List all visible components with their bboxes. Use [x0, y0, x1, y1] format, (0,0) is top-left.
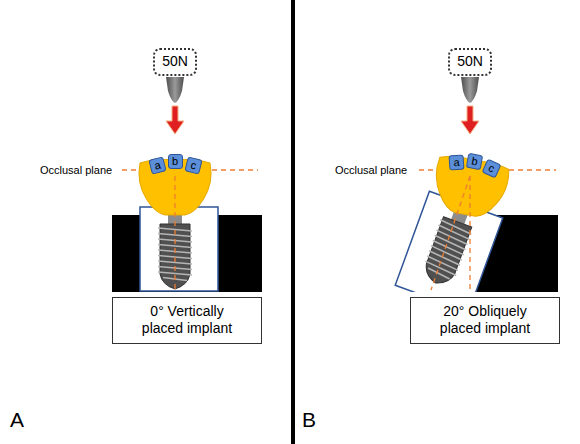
axis-line: [174, 176, 175, 290]
plane-label: Occlusal plane: [38, 164, 114, 176]
load-box: 50N: [448, 48, 492, 76]
panel-vertical: [112, 77, 262, 292]
cusp-letter: b: [172, 155, 178, 168]
cusp-letter: c: [487, 161, 497, 175]
cusp-tab: b: [466, 153, 483, 170]
panel-letter: A: [8, 408, 26, 432]
implant-thread: [158, 272, 192, 275]
cusp-tab: a: [448, 154, 464, 170]
caption-text: 0° Vertically placed implant: [135, 303, 239, 338]
force-arrow: [461, 106, 479, 134]
panel-oblique: [395, 77, 558, 312]
socket-window: [140, 207, 218, 291]
caption-text: 20° Obliquely placed implant: [433, 303, 537, 338]
load-box: 50N: [153, 48, 197, 76]
bone-block: [112, 215, 262, 292]
caption-box: 0° Vertically placed implant: [112, 297, 262, 344]
vertical-reference-line: [469, 176, 470, 290]
cusp-letter: a: [453, 156, 460, 169]
cusp-tab: b: [168, 154, 183, 169]
cusp-letter: b: [471, 154, 479, 168]
plane-label: Occlusal plane: [333, 164, 409, 176]
force-value: 50N: [162, 53, 188, 71]
force-value: 50N: [457, 53, 483, 71]
panel-letter: B: [300, 408, 318, 432]
cusp-letter: a: [152, 158, 161, 172]
implant-body: [421, 217, 471, 288]
load-tip: [166, 77, 184, 103]
implant-thread: [427, 268, 451, 279]
load-tip: [461, 77, 479, 103]
force-arrow: [166, 106, 184, 134]
cusp-letter: c: [189, 158, 197, 172]
implant-thread: [158, 245, 192, 248]
cusp-tab: c: [184, 156, 202, 174]
cusp-tab: a: [148, 156, 166, 174]
panel-divider: [291, 0, 295, 444]
axis-line: [431, 176, 470, 290]
caption-box: 20° Obliquely placed implant: [410, 297, 560, 344]
